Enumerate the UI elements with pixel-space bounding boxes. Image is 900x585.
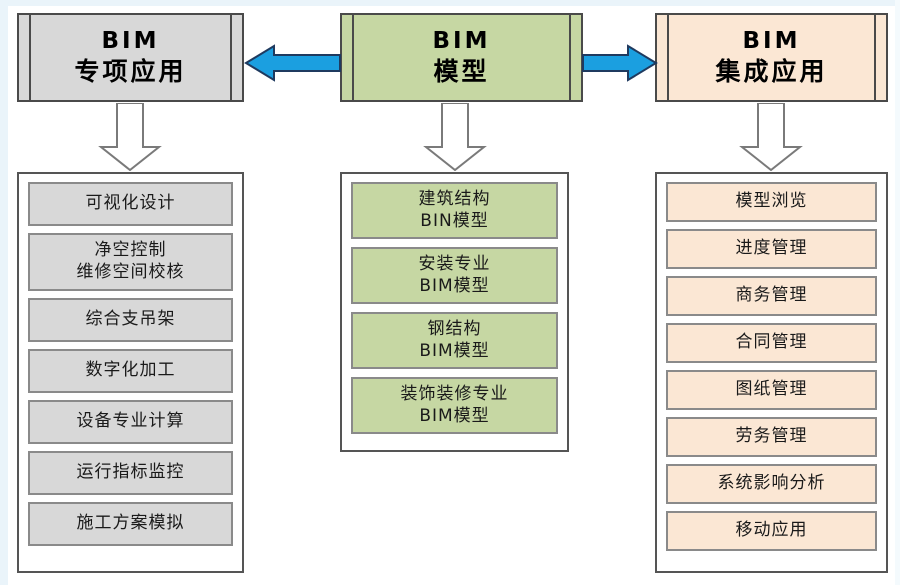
list-item-line: 商务管理 bbox=[735, 285, 808, 306]
list-item[interactable]: 进度管理 bbox=[666, 229, 877, 269]
list-item-line: 进度管理 bbox=[735, 238, 808, 259]
list-item[interactable]: 综合支吊架 bbox=[28, 298, 233, 342]
list-item-line: 图纸管理 bbox=[735, 379, 808, 400]
list-item[interactable]: 合同管理 bbox=[666, 323, 877, 363]
list-item[interactable]: 移动应用 bbox=[666, 511, 877, 551]
list-item-line: 数字化加工 bbox=[85, 360, 176, 381]
list-item[interactable]: 装饰装修专业 BIM模型 bbox=[351, 377, 558, 434]
list-item-line: 综合支吊架 bbox=[85, 309, 176, 330]
list-item-line: 模型浏览 bbox=[735, 191, 808, 212]
header-subtitle: 专项应用 bbox=[74, 57, 187, 87]
list-container-integrated-application: 模型浏览 进度管理 商务管理 合同管理 图纸管理 劳务管理 系统影响分析 移动应… bbox=[655, 172, 888, 573]
arrow-special-down-icon bbox=[98, 103, 162, 171]
list-item-line: 设备专业计算 bbox=[76, 411, 185, 432]
page-edge-tint-top bbox=[0, 0, 900, 6]
list-item-line: 劳务管理 bbox=[735, 426, 808, 447]
header-title: BIM bbox=[101, 28, 160, 55]
list-item-line: 建筑结构 bbox=[418, 188, 491, 209]
list-item[interactable]: 可视化设计 bbox=[28, 182, 233, 226]
list-container-special-application: 可视化设计 净空控制 维修空间校核 综合支吊架 数字化加工 设备专业计算 运行指… bbox=[17, 172, 244, 573]
header-divider-line-left bbox=[667, 15, 669, 100]
list-item-line: 系统影响分析 bbox=[717, 473, 826, 494]
arrow-integrated-down-icon bbox=[739, 103, 803, 171]
list-container-bim-model: 建筑结构 BIN模型 安装专业 BIM模型 钢结构 BIM模型 装饰装修专业 B… bbox=[340, 172, 569, 452]
list-item-line: 净空控制 bbox=[94, 240, 167, 261]
list-item-line: 安装专业 bbox=[418, 253, 491, 274]
list-item[interactable]: 施工方案模拟 bbox=[28, 502, 233, 546]
list-item[interactable]: 净空控制 维修空间校核 bbox=[28, 233, 233, 291]
list-item[interactable]: 数字化加工 bbox=[28, 349, 233, 393]
header-subtitle: 模型 bbox=[433, 57, 490, 87]
header-subtitle: 集成应用 bbox=[715, 57, 828, 87]
list-item[interactable]: 设备专业计算 bbox=[28, 400, 233, 444]
list-item-line: BIM模型 bbox=[419, 405, 490, 426]
header-box-integrated-application[interactable]: BIM 集成应用 bbox=[655, 13, 888, 102]
list-item[interactable]: 劳务管理 bbox=[666, 417, 877, 457]
list-item-line: BIN模型 bbox=[420, 210, 489, 231]
header-divider-line-right bbox=[874, 15, 876, 100]
header-box-bim-model[interactable]: BIM 模型 bbox=[340, 13, 583, 102]
arrow-model-down-icon bbox=[423, 103, 487, 171]
header-box-special-application[interactable]: BIM 专项应用 bbox=[17, 13, 244, 102]
page-edge-tint-left bbox=[0, 0, 8, 585]
header-title: BIM bbox=[742, 28, 801, 55]
list-item-line: 维修空间校核 bbox=[76, 262, 185, 282]
list-item[interactable]: 商务管理 bbox=[666, 276, 877, 316]
header-title: BIM bbox=[432, 28, 491, 55]
arrow-model-to-integrated-icon bbox=[582, 44, 658, 82]
page-edge-tint-right bbox=[895, 0, 900, 585]
list-item-line: 钢结构 bbox=[427, 318, 482, 339]
list-item[interactable]: 钢结构 BIM模型 bbox=[351, 312, 558, 369]
list-item-line: 合同管理 bbox=[735, 332, 808, 353]
list-item-line: 运行指标监控 bbox=[76, 462, 185, 483]
header-divider-line-right bbox=[230, 15, 232, 100]
list-item[interactable]: 系统影响分析 bbox=[666, 464, 877, 504]
list-item[interactable]: 建筑结构 BIN模型 bbox=[351, 182, 558, 239]
list-item[interactable]: 运行指标监控 bbox=[28, 451, 233, 495]
header-divider-line-left bbox=[29, 15, 31, 100]
arrow-model-to-special-icon bbox=[244, 44, 341, 82]
list-item[interactable]: 图纸管理 bbox=[666, 370, 877, 410]
list-item-line: BIM模型 bbox=[419, 340, 490, 361]
list-item[interactable]: 安装专业 BIM模型 bbox=[351, 247, 558, 304]
list-item-line: BIM模型 bbox=[419, 275, 490, 296]
list-item-line: 可视化设计 bbox=[85, 193, 176, 214]
header-divider-line-left bbox=[352, 15, 354, 100]
header-divider-line-right bbox=[569, 15, 571, 100]
list-item-line: 移动应用 bbox=[735, 520, 808, 541]
list-item[interactable]: 模型浏览 bbox=[666, 182, 877, 222]
list-item-line: 施工方案模拟 bbox=[76, 513, 185, 534]
list-item-line: 装饰装修专业 bbox=[400, 383, 509, 404]
